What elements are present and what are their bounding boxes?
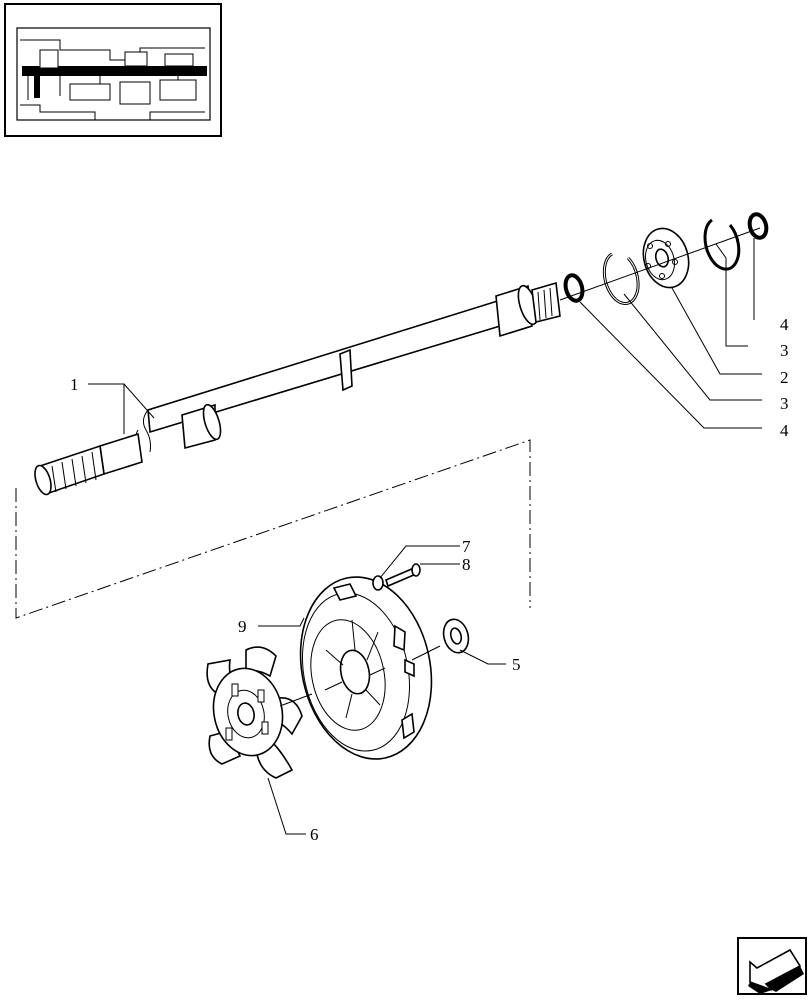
callout-8: 8 bbox=[462, 555, 471, 574]
bolt-8 bbox=[385, 563, 421, 588]
leader-lines bbox=[88, 238, 762, 835]
callout-2: 2 bbox=[780, 368, 789, 387]
clutch-cover-9 bbox=[299, 576, 433, 760]
washer-5 bbox=[442, 618, 470, 654]
callout-6: 6 bbox=[310, 825, 319, 844]
callout-4-left: 4 bbox=[780, 421, 789, 440]
lock-washer-7 bbox=[372, 575, 384, 591]
circlip-3-right bbox=[703, 218, 741, 271]
snap-ring-4-right bbox=[747, 212, 769, 240]
bearing-2 bbox=[642, 227, 690, 289]
callouts: 1 4 3 2 3 4 7 8 9 5 6 bbox=[70, 315, 789, 844]
reference-lines bbox=[15, 439, 531, 619]
snap-ring-4-left bbox=[563, 273, 585, 303]
callout-3-right: 3 bbox=[780, 341, 789, 360]
callout-5: 5 bbox=[512, 655, 521, 674]
transmission-section-icon bbox=[20, 39, 207, 121]
main-shaft bbox=[34, 281, 561, 496]
next-page-arrow-icon[interactable] bbox=[737, 937, 807, 995]
circlip-3-left bbox=[602, 252, 640, 305]
callout-1: 1 bbox=[70, 375, 79, 394]
clutch-disc-6 bbox=[206, 646, 303, 779]
callout-9: 9 bbox=[238, 617, 247, 636]
callout-3-left: 3 bbox=[780, 394, 789, 413]
callout-4-right: 4 bbox=[780, 315, 789, 334]
callout-7: 7 bbox=[462, 537, 471, 556]
locator-thumbnail[interactable] bbox=[4, 3, 222, 137]
